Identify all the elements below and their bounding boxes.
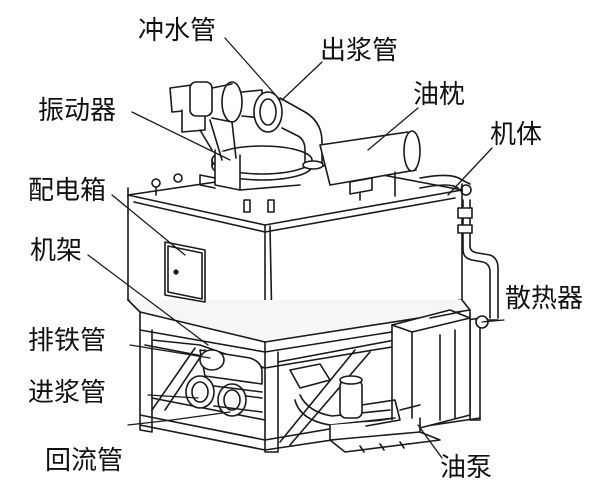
distribution-box-drawing xyxy=(164,241,206,303)
oil-conservator-drawing xyxy=(319,130,421,201)
leader-lines xyxy=(87,37,505,459)
top-assembly xyxy=(151,145,313,213)
label-body: 机体 xyxy=(490,120,543,150)
label-oil-conservator: 油枕 xyxy=(413,80,466,110)
label-vibrator: 振动器 xyxy=(38,96,117,126)
label-distribution-box: 配电箱 xyxy=(28,176,107,206)
frame-structure xyxy=(139,317,481,453)
label-iron-discharge-pipe: 排铁管 xyxy=(28,326,107,356)
vibrator-and-pipes xyxy=(169,81,324,170)
label-flush-pipe: 冲水管 xyxy=(138,16,217,46)
label-slurry-out-pipe: 出浆管 xyxy=(320,36,399,66)
body-box xyxy=(127,164,471,353)
label-radiator: 散热器 xyxy=(505,284,584,314)
label-oil-pump: 油泵 xyxy=(440,453,493,483)
lower-pipes xyxy=(185,349,263,417)
oil-pump-drawing xyxy=(289,363,441,453)
radiator-drawing xyxy=(391,309,471,431)
label-slurry-in-pipe: 进浆管 xyxy=(28,378,107,408)
label-return-pipe: 回流管 xyxy=(45,446,124,476)
radiator-pipe xyxy=(419,174,499,329)
label-frame: 机架 xyxy=(30,236,83,266)
